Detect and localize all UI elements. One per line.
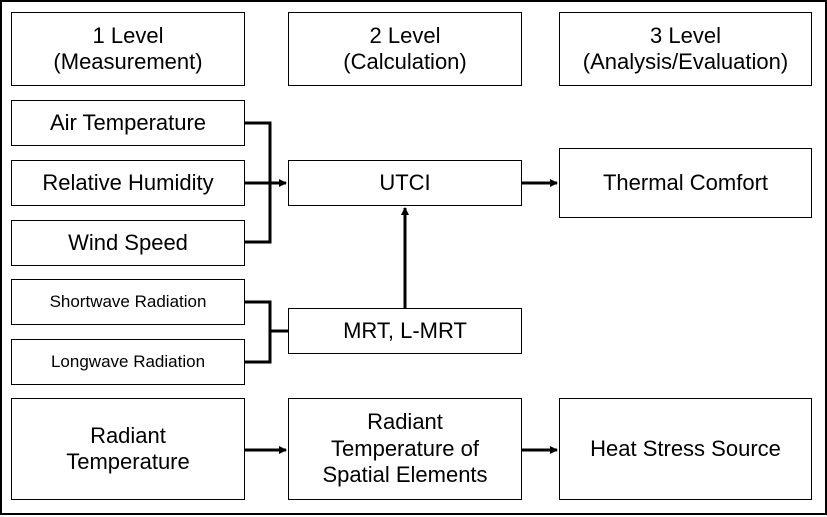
mrt-box: MRT, L-MRT	[288, 308, 522, 354]
level-1-header: 1 Level (Measurement)	[11, 12, 245, 86]
longwave-radiation-box: Longwave Radiation	[11, 339, 245, 385]
air-temperature-box: Air Temperature	[11, 100, 245, 146]
radiation-bracket	[245, 300, 272, 364]
heat-stress-source-box: Heat Stress Source	[559, 398, 812, 500]
radiant-temperature-spatial-box: Radiant Temperature of Spatial Elements	[288, 398, 522, 500]
utci-box: UTCI	[288, 160, 522, 206]
relative-humidity-box: Relative Humidity	[11, 160, 245, 206]
inputs-bracket	[245, 121, 272, 244]
thermal-comfort-box: Thermal Comfort	[559, 148, 812, 218]
level-2-header: 2 Level (Calculation)	[288, 12, 522, 86]
shortwave-radiation-box: Shortwave Radiation	[11, 279, 245, 325]
wind-speed-box: Wind Speed	[11, 220, 245, 266]
level-3-header: 3 Level (Analysis/Evaluation)	[559, 12, 812, 86]
radiant-temperature-box: Radiant Temperature	[11, 398, 245, 500]
